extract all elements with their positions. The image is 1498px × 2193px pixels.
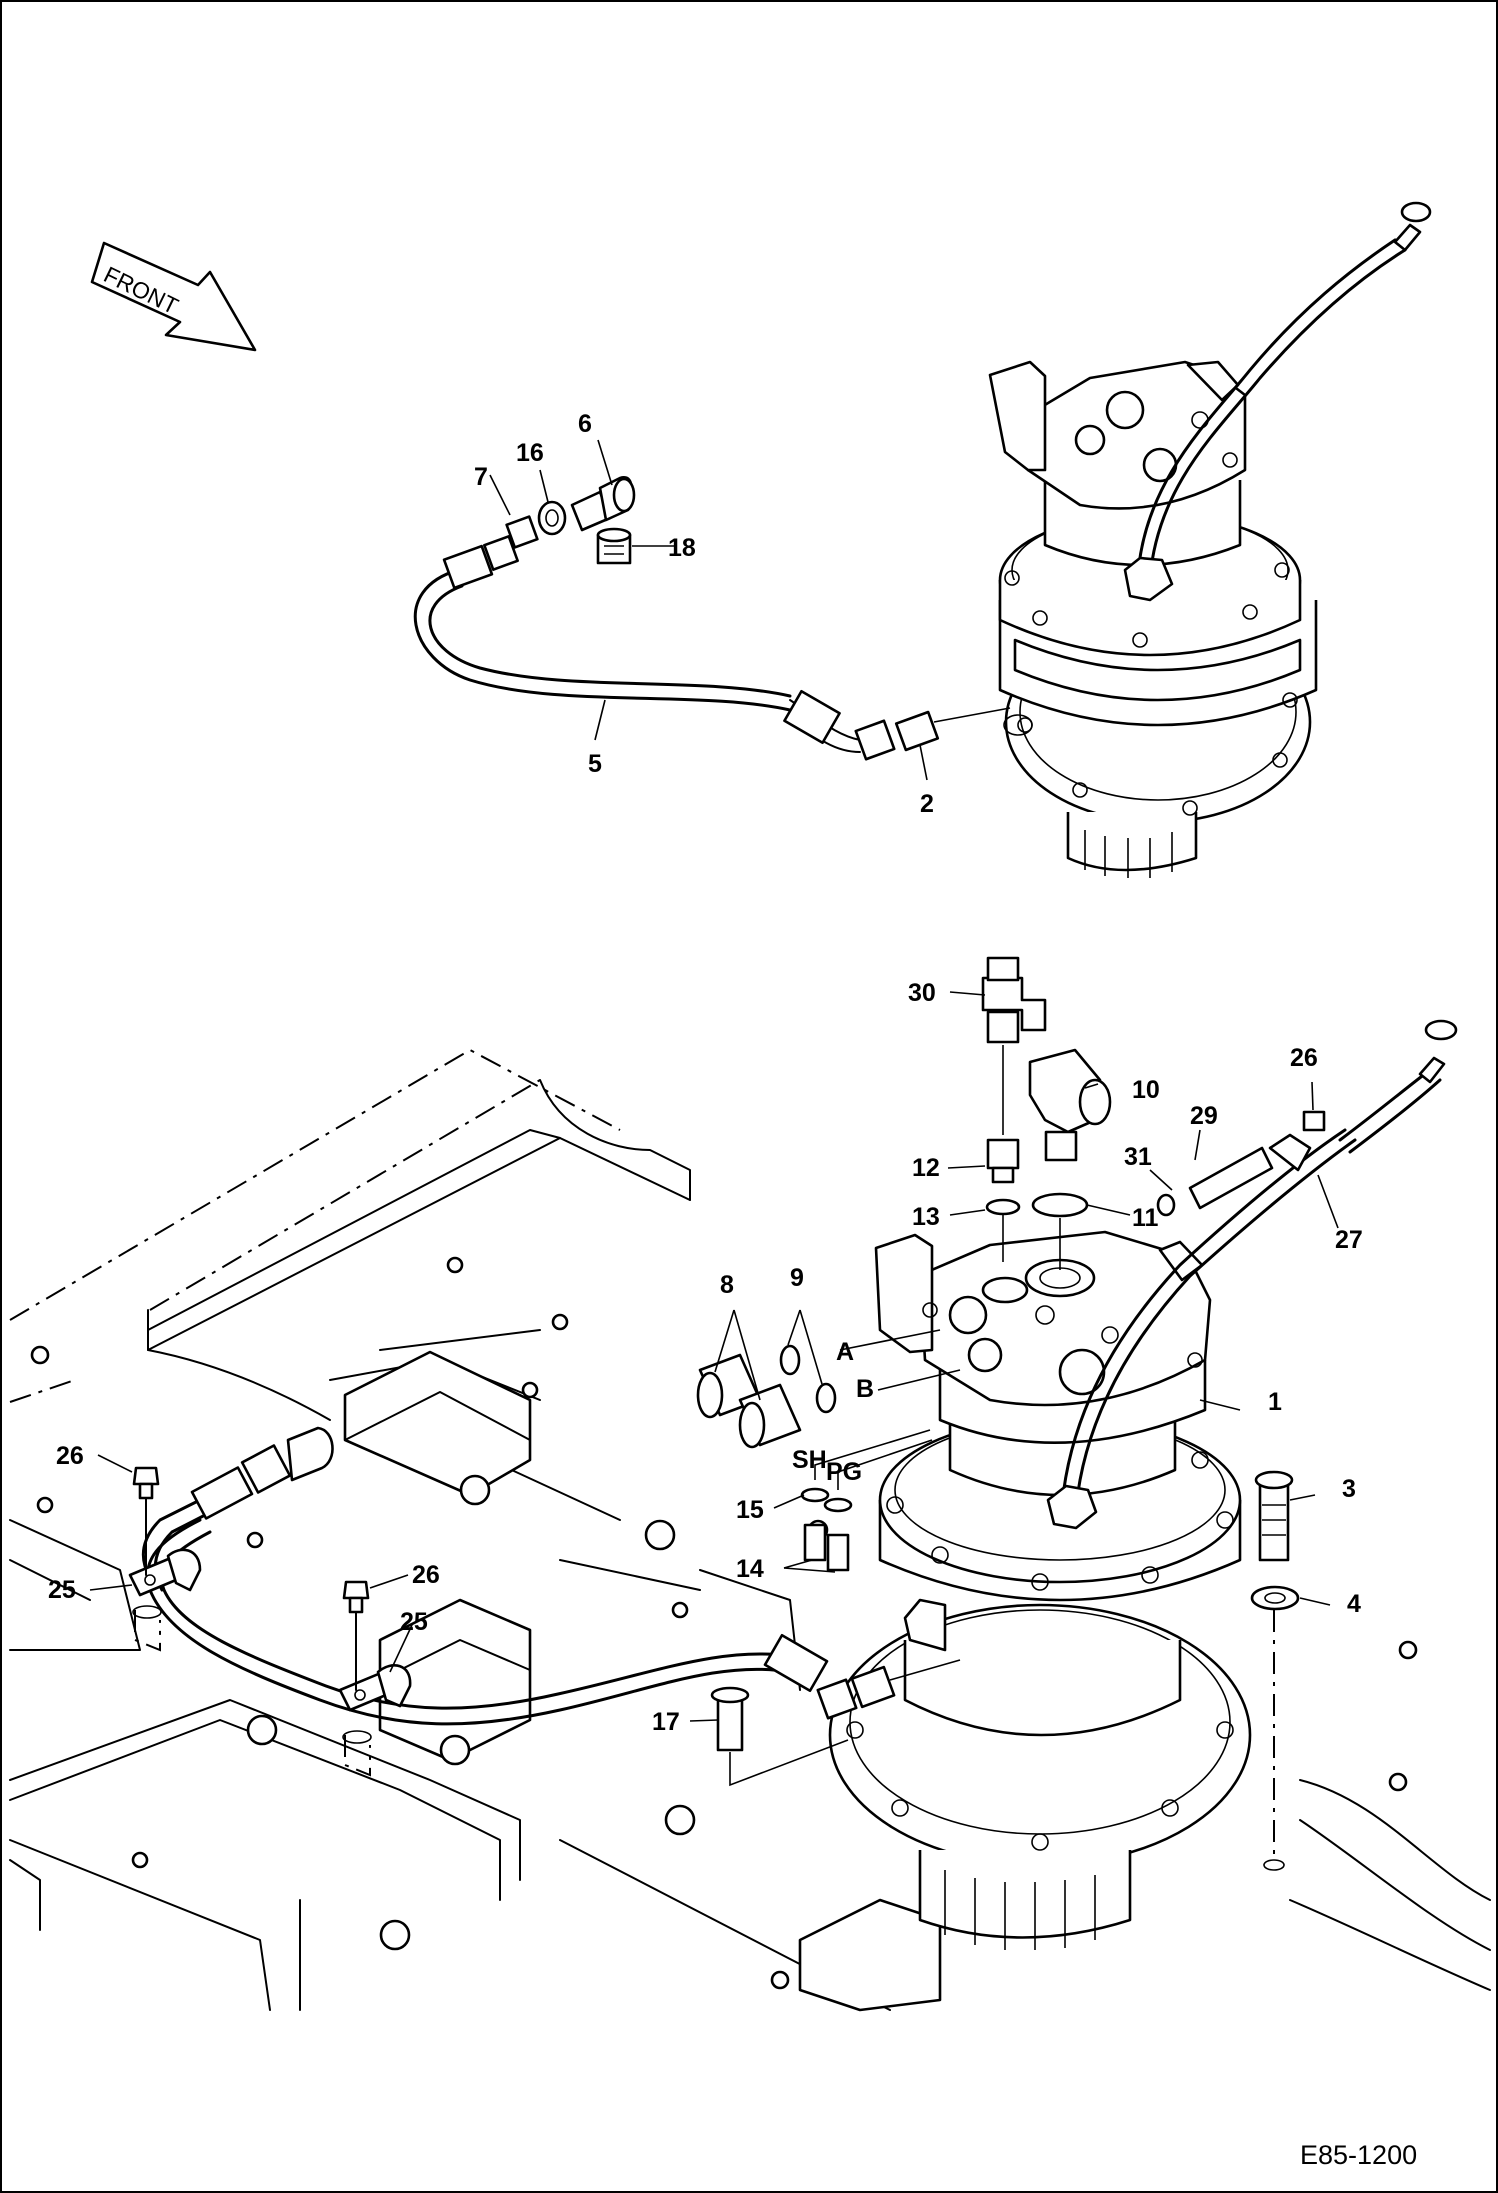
callout-26-mid: 26: [412, 1561, 440, 1589]
callout-8: 8: [720, 1271, 734, 1299]
callout-14: 14: [736, 1555, 764, 1583]
callout-labels: 6 16 7 18 5 2 30 10 26 29 31 12 13 11 27…: [48, 410, 1363, 1736]
top-grease-tube: [1123, 201, 1432, 602]
callout-31: 31: [1124, 1143, 1152, 1171]
callout-5: 5: [588, 750, 602, 778]
leader-lines: [89, 439, 1339, 1722]
callout-26-top: 26: [1290, 1044, 1318, 1072]
callout-27: 27: [1335, 1226, 1363, 1254]
callout-25-left: 25: [48, 1576, 76, 1604]
callout-29: 29: [1190, 1102, 1218, 1130]
callout-2: 2: [920, 790, 934, 818]
callout-7: 7: [474, 463, 488, 491]
callout-25-mid: 25: [400, 1608, 428, 1636]
part-17-plug: [710, 1686, 849, 1787]
callout-17: 17: [652, 1708, 680, 1736]
sh-pg-fittings: [800, 1429, 933, 1572]
document-id: E85-1200: [1300, 2140, 1417, 2170]
swing-motor-bottom: [874, 1230, 1242, 1652]
callout-1: 1: [1268, 1388, 1282, 1416]
port-label-sh: SH: [792, 1446, 827, 1474]
callout-12: 12: [912, 1154, 940, 1182]
callout-26-left: 26: [56, 1442, 84, 1470]
callout-6: 6: [578, 410, 592, 438]
hose-top: [413, 535, 1011, 761]
stay-29: [1156, 1110, 1326, 1217]
callout-16: 16: [516, 439, 544, 467]
port-label-pg: PG: [826, 1458, 862, 1486]
fitting-group-top: [505, 476, 636, 565]
port-label-a: A: [836, 1338, 854, 1366]
front-direction-arrow: FRONT: [90, 241, 257, 352]
callout-15: 15: [736, 1496, 764, 1524]
callout-4: 4: [1347, 1590, 1361, 1618]
callout-11: 11: [1132, 1204, 1159, 1232]
port-label-b: B: [856, 1375, 874, 1403]
clamp-right: [338, 1580, 412, 1777]
swing-motor-top: [988, 360, 1318, 878]
clamp-left: [128, 1466, 202, 1652]
swing-ring-gear-bottom: [828, 1603, 1252, 1950]
callout-9: 9: [790, 1264, 804, 1292]
callout-30: 30: [908, 979, 936, 1007]
tee-fitting-30-stack: [981, 956, 1047, 1262]
callout-10: 10: [1132, 1076, 1160, 1104]
callout-18: 18: [668, 534, 696, 562]
callout-13: 13: [912, 1203, 940, 1231]
bolt-3-washer-4: [1250, 1470, 1300, 1871]
callout-3: 3: [1342, 1475, 1356, 1503]
port-adapters-8: [696, 1344, 837, 1449]
